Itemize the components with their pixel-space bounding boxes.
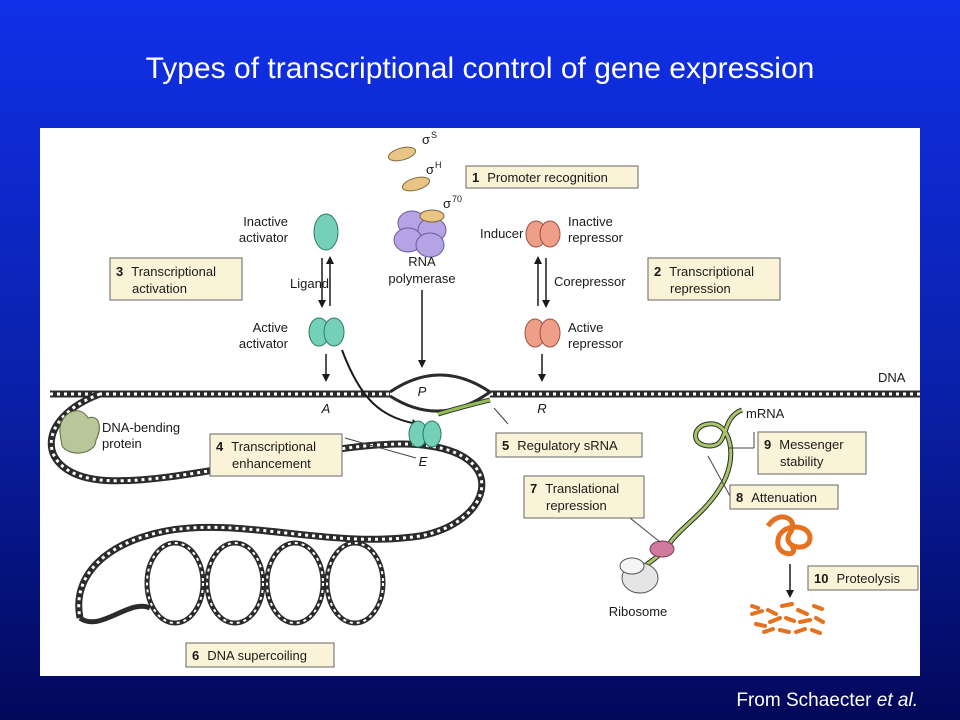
credit-prefix: From Schaecter <box>736 690 877 711</box>
rna-polymerase-label-1: RNA <box>408 254 436 269</box>
box-leader-lines <box>344 407 509 459</box>
svg-text:enhancement: enhancement <box>232 456 311 471</box>
sigma-s-factor: σ S <box>387 130 437 162</box>
degraded-protein-fragments <box>750 602 825 635</box>
dna-label: DNA <box>878 370 906 385</box>
active-repressor-label-1: Active <box>568 320 603 335</box>
rna-polymerase-label-2: polymerase <box>388 271 455 286</box>
dna-bending-protein-icon <box>59 410 100 454</box>
active-activator-label-1: Active <box>253 320 288 335</box>
rna-polymerase: σ 70 <box>393 194 462 258</box>
svg-text:H: H <box>435 160 442 170</box>
svg-text:σ: σ <box>443 196 451 211</box>
svg-text:σ: σ <box>422 132 430 147</box>
site-p-label: P <box>418 384 427 399</box>
svg-text:σ: σ <box>426 162 434 177</box>
svg-text:repression: repression <box>670 281 731 296</box>
active-repressor-label-2: repressor <box>568 336 624 351</box>
mrna-label: mRNA <box>746 406 785 421</box>
site-r-label: R <box>537 401 546 416</box>
inactive-repressor-label-2: repressor <box>568 230 624 245</box>
inactive-activator-icon <box>313 213 339 251</box>
dna-bending-protein-label-1: DNA-bending <box>102 420 180 435</box>
inactive-activator-label-2: activator <box>239 230 289 245</box>
corepressor-label: Corepressor <box>554 274 626 289</box>
sigma-h-factor: σ H <box>401 160 442 192</box>
regulation-diagram: σ S σ H σ 70 RNA polymerase Inactive act… <box>47 130 920 668</box>
promoter-bubble <box>389 373 493 413</box>
credit-et-al: et al. <box>876 690 918 711</box>
inducer-label: Inducer <box>480 226 524 241</box>
svg-text:70: 70 <box>452 194 462 204</box>
svg-text:repression: repression <box>546 498 607 513</box>
source-credit: From Schaecter et al. <box>736 690 918 712</box>
svg-text:S: S <box>431 130 437 140</box>
svg-text:activation: activation <box>132 281 187 296</box>
diagram-panel: σ S σ H σ 70 RNA polymerase Inactive act… <box>40 128 920 676</box>
active-activator-label-2: activator <box>239 336 289 351</box>
active-repressor-icon <box>524 318 561 348</box>
inactive-activator-label-1: Inactive <box>243 214 288 229</box>
site-e-label: E <box>419 454 428 469</box>
slide-title: Types of transcriptional control of gene… <box>145 52 815 85</box>
enhancer-activator-icon <box>408 420 442 448</box>
translational-repressor-icon <box>649 540 675 558</box>
svg-text:stability: stability <box>780 454 824 469</box>
ribosome-label: Ribosome <box>609 604 668 619</box>
inactive-repressor-label-1: Inactive <box>568 214 613 229</box>
folded-protein-icon <box>765 514 813 557</box>
site-a-label: A <box>321 401 331 416</box>
inactive-repressor-icon <box>525 220 561 248</box>
dna-loop <box>47 390 486 619</box>
dna-bending-protein-label-2: protein <box>102 436 142 451</box>
active-activator-icon <box>308 317 345 347</box>
ligand-label: Ligand <box>290 276 329 291</box>
ribosome-icon <box>619 557 659 594</box>
dna-supercoils <box>78 540 386 626</box>
